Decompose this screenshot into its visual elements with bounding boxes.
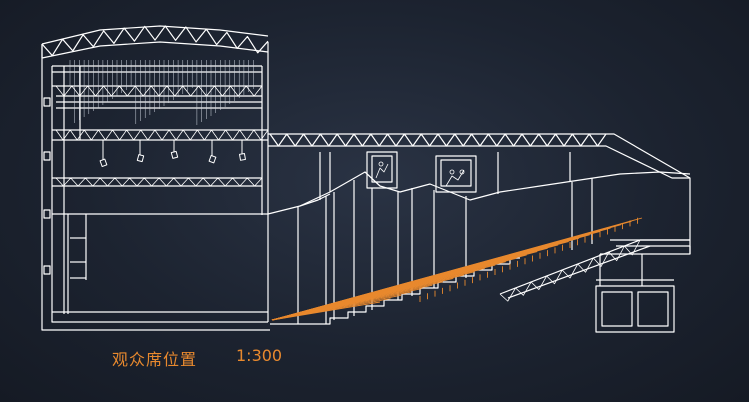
- catwalk-trusses: [55, 85, 269, 187]
- seat-sightline: [271, 217, 643, 321]
- auditorium-walls: [297, 178, 593, 324]
- drawing-caption: 观众席位置: [112, 350, 198, 369]
- control-room-left: [366, 151, 398, 189]
- auditorium-roof: [267, 133, 691, 255]
- stage-lights: [99, 140, 246, 168]
- substructure: [595, 254, 675, 333]
- balcony-structure: [499, 239, 690, 302]
- fly-tower: [41, 25, 270, 331]
- drawing-scale: 1:300: [236, 346, 283, 365]
- seating-steps: [270, 257, 520, 325]
- audience-seating-highlight: [271, 217, 643, 321]
- control-room-right: [435, 155, 477, 193]
- fly-lines: [69, 60, 254, 125]
- roof-truss: [41, 25, 269, 59]
